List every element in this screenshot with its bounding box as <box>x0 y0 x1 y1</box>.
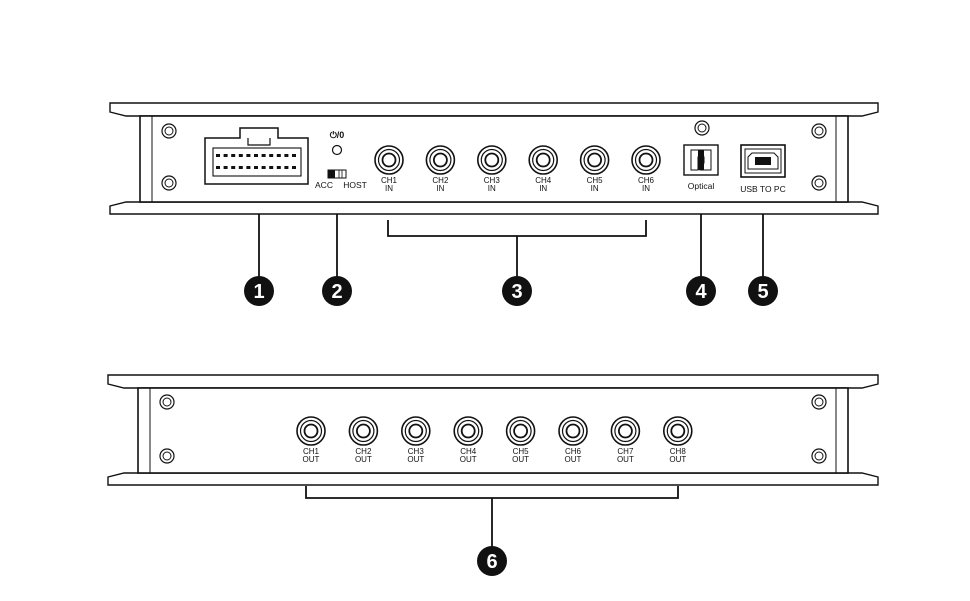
output-label-line1: CH6 <box>565 447 582 456</box>
usb-label: USB TO PC <box>740 184 786 194</box>
host-label: HOST <box>343 180 367 190</box>
callout-badge-2: 2 <box>322 276 352 306</box>
input-label-line1: CH5 <box>587 176 604 185</box>
output-label-line1: CH8 <box>670 447 687 456</box>
screw-icon <box>161 123 177 139</box>
callout-badge-3: 3 <box>502 276 532 306</box>
callout-badge-5: 5 <box>748 276 778 306</box>
power-symbol: ⏻/0 <box>330 130 345 140</box>
screw-icon <box>811 448 827 464</box>
screw-icon <box>694 120 710 136</box>
screw-icon <box>161 175 177 191</box>
input-label-line2: IN <box>642 184 650 193</box>
output-label-line1: CH4 <box>460 447 477 456</box>
svg-text:6: 6 <box>486 551 497 573</box>
output-label-line2: OUT <box>303 455 320 464</box>
output-label-line2: OUT <box>355 455 372 464</box>
output-label-line1: CH5 <box>513 447 530 456</box>
callout-badge-4: 4 <box>686 276 716 306</box>
screw-icon <box>811 123 827 139</box>
output-label-line1: CH1 <box>303 447 320 456</box>
svg-text:4: 4 <box>695 281 707 303</box>
svg-text:5: 5 <box>757 281 768 303</box>
rear-body <box>137 387 849 474</box>
rear-callout-leaders <box>305 486 679 548</box>
input-label-line1: CH2 <box>432 176 449 185</box>
usb-b-port <box>740 144 786 178</box>
input-label-line1: CH4 <box>535 176 552 185</box>
power-led <box>331 144 343 156</box>
optical-label: Optical <box>688 181 715 191</box>
input-label-line2: IN <box>539 184 547 193</box>
input-label-line2: IN <box>488 184 496 193</box>
front-panel: ⏻/0 ACC HOST CH1INCH2INCH3INCH4INCH5INCH… <box>109 102 879 215</box>
output-label-line1: CH3 <box>408 447 425 456</box>
svg-text:2: 2 <box>331 281 342 303</box>
input-label-line2: IN <box>436 184 444 193</box>
output-label-line2: OUT <box>617 455 634 464</box>
screw-icon <box>159 394 175 410</box>
input-label-line1: CH1 <box>381 176 398 185</box>
harness-connector <box>204 127 309 185</box>
screw-icon <box>811 394 827 410</box>
output-label-line2: OUT <box>460 455 477 464</box>
rear-top-flange <box>107 374 879 389</box>
input-label-line1: CH6 <box>638 176 655 185</box>
screw-icon <box>811 175 827 191</box>
screw-icon <box>159 448 175 464</box>
rear-panel: CH1OUTCH2OUTCH3OUTCH4OUTCH5OUTCH6OUTCH7O… <box>107 374 879 486</box>
input-label-line2: IN <box>385 184 393 193</box>
input-label-line1: CH3 <box>484 176 501 185</box>
callout-badge-6: 6 <box>477 546 507 576</box>
front-callout-leaders <box>258 214 764 280</box>
acc-host-switch <box>327 169 347 179</box>
output-label-line1: CH2 <box>355 447 372 456</box>
optical-port <box>683 144 719 176</box>
svg-text:3: 3 <box>511 281 522 303</box>
output-label-line2: OUT <box>669 455 686 464</box>
output-label-line2: OUT <box>512 455 529 464</box>
output-label-line1: CH7 <box>617 447 634 456</box>
front-bottom-flange <box>109 201 879 215</box>
acc-label: ACC <box>315 180 333 190</box>
output-label-line2: OUT <box>407 455 424 464</box>
output-label-line2: OUT <box>565 455 582 464</box>
rear-bottom-flange <box>107 472 879 486</box>
front-top-flange <box>109 102 879 117</box>
input-label-line2: IN <box>591 184 599 193</box>
svg-text:1: 1 <box>253 281 264 303</box>
callout-badge-1: 1 <box>244 276 274 306</box>
